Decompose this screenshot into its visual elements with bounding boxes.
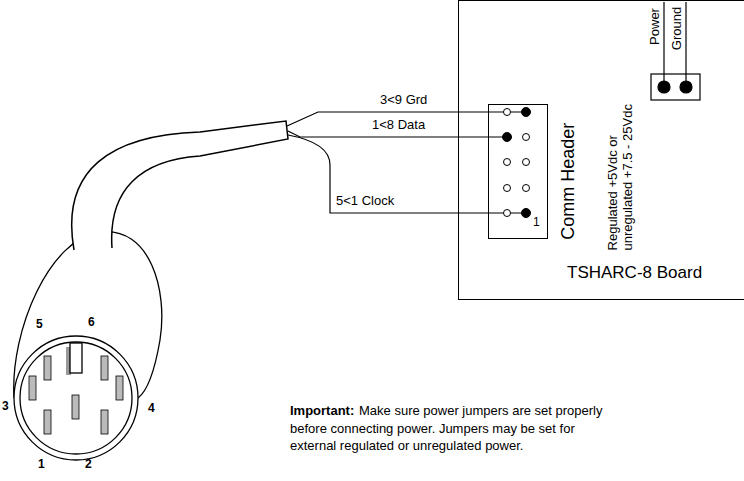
pin-number: 5 bbox=[36, 318, 43, 332]
wire-label: 3<9 Grd bbox=[380, 93, 427, 108]
header-pin bbox=[504, 159, 511, 166]
header-pin bbox=[503, 133, 512, 142]
terminal-label: Power bbox=[647, 8, 662, 45]
supply-note: Regulated +5Vdc or unregulated +7.5 - 25… bbox=[605, 85, 635, 250]
cable bbox=[72, 121, 288, 250]
clock-wire bbox=[288, 135, 526, 213]
plug-pin bbox=[72, 395, 79, 419]
power-header-box bbox=[651, 74, 700, 100]
pin-number: 1 bbox=[533, 216, 540, 230]
terminal-label: Ground bbox=[670, 6, 685, 49]
plug-pin bbox=[101, 410, 108, 434]
header-pin bbox=[523, 159, 530, 166]
board-outline: TSHARC-8 Board Comm Header bbox=[458, 0, 744, 300]
header-pin bbox=[522, 209, 531, 218]
header-pin bbox=[522, 108, 531, 117]
ground-pin bbox=[680, 81, 692, 93]
pin-number: 1 bbox=[38, 458, 45, 472]
plug-pin bbox=[116, 376, 123, 400]
wire-label: 5<1 Clock bbox=[336, 194, 394, 209]
header-pins bbox=[503, 108, 531, 218]
note-heading: Important: bbox=[290, 402, 354, 420]
plug-pin bbox=[101, 356, 108, 380]
header-pin bbox=[504, 109, 511, 116]
header-pin bbox=[523, 185, 530, 192]
plug-face-inner bbox=[20, 342, 132, 454]
note-text: Make sure power jumpers are set properly… bbox=[290, 402, 622, 455]
header-name: Comm Header bbox=[558, 122, 579, 239]
plug-key bbox=[70, 343, 82, 373]
plug-pin bbox=[44, 410, 51, 434]
header-pin bbox=[523, 134, 530, 141]
header-pin bbox=[504, 185, 511, 192]
plug-face-outer bbox=[14, 336, 138, 460]
power-pin bbox=[658, 81, 670, 93]
plug-drawing bbox=[14, 121, 288, 460]
wire-label: 1<8 Data bbox=[372, 118, 425, 133]
pin-number: 2 bbox=[85, 458, 92, 472]
ground-lead bbox=[685, 2, 686, 81]
pin-number: 6 bbox=[88, 316, 95, 330]
board-name: TSHARC-8 Board bbox=[567, 263, 702, 283]
plug-pins bbox=[29, 356, 123, 434]
pin-number: 4 bbox=[148, 402, 155, 416]
plug-pin bbox=[29, 376, 36, 400]
wires bbox=[287, 112, 526, 213]
plug-pin bbox=[44, 356, 51, 380]
pin-number: 3 bbox=[2, 400, 9, 414]
power-lead bbox=[663, 2, 664, 81]
header-pin bbox=[504, 210, 511, 217]
